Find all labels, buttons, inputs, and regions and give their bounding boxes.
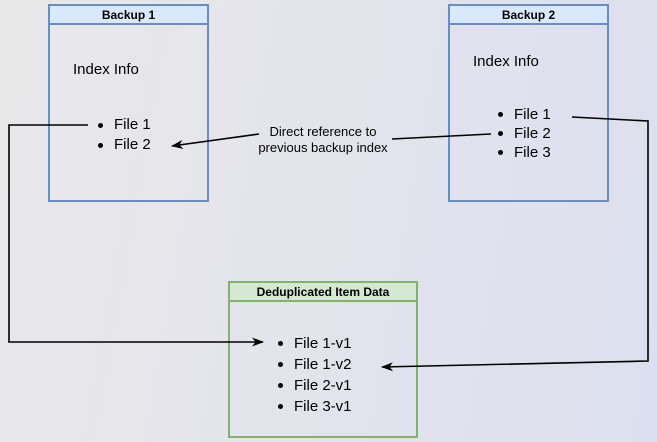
backup1-title: Backup 1 xyxy=(101,7,156,22)
backup1-header: Backup 1 xyxy=(50,6,207,25)
backup2-subtitle: Index Info xyxy=(473,53,539,70)
list-item: File 1-v2 xyxy=(278,354,352,375)
annotation-line1: Direct reference to xyxy=(269,124,377,139)
list-item: File 1 xyxy=(98,115,151,135)
backup1-subtitle: Index Info xyxy=(73,61,139,78)
backup1-box: Backup 1 xyxy=(48,4,209,202)
list-item: File 1-v1 xyxy=(278,333,352,354)
dedup-box: Deduplicated Item Data xyxy=(228,281,418,438)
dedup-file-list: File 1-v1 File 1-v2 File 2-v1 File 3-v1 xyxy=(278,333,352,417)
list-item: File 3 xyxy=(498,143,551,162)
list-item: File 1 xyxy=(498,105,551,124)
backup2-title: Backup 2 xyxy=(501,7,556,22)
list-item: File 2 xyxy=(98,135,151,155)
list-item: File 3-v1 xyxy=(278,396,352,417)
list-item: File 2 xyxy=(498,124,551,143)
backup1-file-list: File 1 File 2 xyxy=(98,115,151,155)
backup2-box: Backup 2 xyxy=(448,4,609,202)
dedup-title: Deduplicated Item Data xyxy=(256,284,390,299)
backup2-header: Backup 2 xyxy=(450,6,607,25)
list-item: File 2-v1 xyxy=(278,375,352,396)
arrow-annotation: Direct reference to previous backup inde… xyxy=(247,124,399,156)
backup2-file-list: File 1 File 2 File 3 xyxy=(498,105,551,162)
annotation-line2: previous backup index xyxy=(258,140,388,155)
dedup-header: Deduplicated Item Data xyxy=(230,283,416,302)
